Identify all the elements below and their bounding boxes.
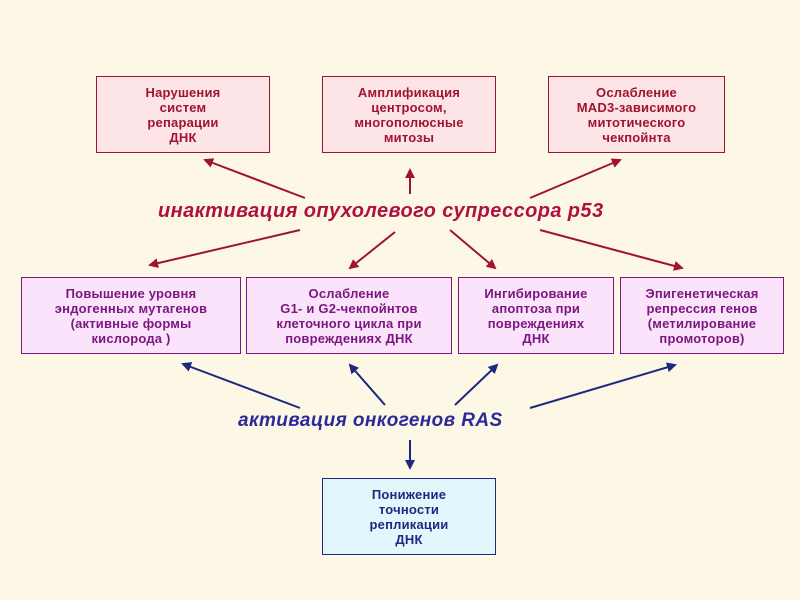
box-line: клеточного цикла при xyxy=(276,315,422,331)
box-line: G1- и G2-чекпойнтов xyxy=(280,300,418,316)
box-line: митозы xyxy=(383,129,435,145)
box-line: повреждениях ДНК xyxy=(285,330,413,346)
box-line: ДНК xyxy=(395,531,423,547)
p53-arrow-mutagens xyxy=(148,229,301,269)
box-line: репарации xyxy=(147,114,219,130)
ras-activation-label: активация онкогенов RAS xyxy=(238,410,503,431)
box-line: промоторов) xyxy=(659,330,745,346)
p53-arrow-epigenetic xyxy=(539,229,684,271)
box-line: (активные формы xyxy=(70,315,192,331)
p53-arrow-checkpoints xyxy=(348,231,396,270)
box-line: репликации xyxy=(369,516,449,532)
box-apoptosis-inhibition: Ингибирование апоптоза при повреждениях … xyxy=(458,277,614,354)
ras-arrow-checkpoints xyxy=(348,363,386,406)
box-line: (метилирование xyxy=(647,315,757,331)
box-line: Эпигенетическая xyxy=(645,285,759,301)
box-line: систем xyxy=(159,99,207,115)
box-line: Амплификация xyxy=(357,84,461,100)
box-replication-fidelity: Понижение точности репликации ДНК xyxy=(322,478,496,555)
box-line: кислорода ) xyxy=(91,330,171,346)
box-line: Ослабление xyxy=(596,84,677,100)
box-mad3-checkpoint: Ослабление MAD3-зависимого митотического… xyxy=(548,76,725,153)
box-line: репрессия генов xyxy=(646,300,758,316)
box-line: ДНК xyxy=(522,330,550,346)
box-line: митотического xyxy=(587,114,686,130)
box-line: многополюсные xyxy=(354,114,464,130)
p53-inactivation-label: инактивация опухолевого супрессора р53 xyxy=(158,200,604,222)
box-line: Повышение уровня xyxy=(65,285,197,301)
box-epigenetic-repression: Эпигенетическая репрессия генов (метилир… xyxy=(620,277,784,354)
box-line: Ослабление xyxy=(308,285,390,301)
box-endogenous-mutagens: Повышение уровня эндогенных мутагенов (а… xyxy=(21,277,241,354)
box-line: апоптоза при xyxy=(491,300,581,316)
ras-arrow-mutagens xyxy=(181,362,301,409)
p53-arrow-repair xyxy=(203,158,306,199)
ras-arrow-epigenetic xyxy=(529,362,677,409)
box-line: MAD3-зависимого xyxy=(576,99,697,115)
box-line: точности xyxy=(378,501,440,517)
p53-arrow-apoptosis xyxy=(449,229,497,270)
box-line: чекпойнта xyxy=(602,129,671,145)
p53-arrow-mad3 xyxy=(529,158,622,199)
box-line: Нарушения xyxy=(145,84,221,100)
ras-arrow-apoptosis xyxy=(454,363,499,406)
box-line: повреждениях xyxy=(487,315,585,331)
box-cell-cycle-checkpoints: Ослабление G1- и G2-чекпойнтов клеточног… xyxy=(246,277,452,354)
box-centrosome-amplification: Амплификация центросом, многополюсные ми… xyxy=(322,76,496,153)
box-line: эндогенных мутагенов xyxy=(54,300,208,316)
box-line: Понижение xyxy=(371,486,447,502)
box-line: ДНК xyxy=(169,129,197,145)
box-line: центросом, xyxy=(371,99,447,115)
box-dna-repair-defects: Нарушения систем репарации ДНК xyxy=(96,76,270,153)
box-line: Ингибирование xyxy=(484,285,588,301)
